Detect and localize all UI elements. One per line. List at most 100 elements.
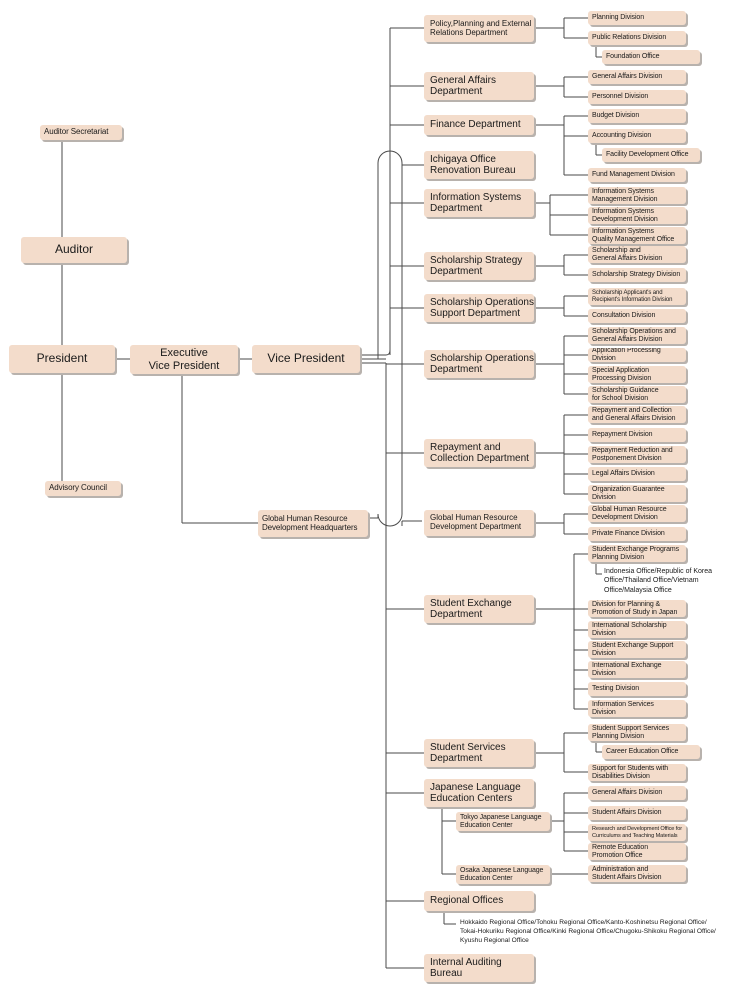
legal-affairs-division-label: Legal Affairs Division bbox=[592, 470, 655, 478]
repayment-reduction-division-box: Repayment Reduction and Postponement Div… bbox=[588, 446, 686, 463]
scholarship-strategy-department-label: Scholarship Strategy Department bbox=[430, 254, 523, 277]
student-support-planning-division-label: Student Support Services Planning Divisi… bbox=[592, 724, 669, 740]
remote-education-office-label: Remote Education Promotion Office bbox=[592, 843, 648, 859]
study-promotion-division-label: Division for Planning & Promotion of Stu… bbox=[592, 600, 678, 616]
fund-management-division-label: Fund Management Division bbox=[592, 171, 675, 179]
ichigaya-bureau-box: Ichigaya Office Renovation Bureau bbox=[424, 151, 534, 179]
regional-offices-box: Regional Offices bbox=[424, 891, 534, 911]
jlec-general-affairs-division-label: General Affairs Division bbox=[592, 789, 663, 797]
student-exchange-support-division-box: Student Exchange Support Division bbox=[588, 641, 686, 658]
is-quality-management-office-box: Information Systems Quality Management O… bbox=[588, 227, 686, 244]
scholarship-strategy-department-box: Scholarship Strategy Department bbox=[424, 252, 534, 280]
testing-division-box: Testing Division bbox=[588, 682, 686, 696]
application-processing-division-label: Application Processing Division bbox=[592, 348, 661, 362]
budget-division-label: Budget Division bbox=[592, 112, 640, 120]
global-hq-label: Global Human Resource Development Headqu… bbox=[262, 513, 358, 532]
information-services-division-label: Information Services Division bbox=[592, 700, 654, 716]
scholarship-operations-department-label: Scholarship Operations Department bbox=[430, 352, 534, 375]
internal-auditing-bureau-label: Internal Auditing Bureau bbox=[430, 956, 502, 979]
application-processing-division-box: Application Processing Division bbox=[588, 348, 686, 362]
tokyo-jlec-label: Tokyo Japanese Language Education Center bbox=[460, 813, 542, 829]
vice-president-box: Vice President bbox=[252, 345, 360, 373]
repayment-division-label: Repayment Division bbox=[592, 431, 653, 439]
advisory-council-box: Advisory Council bbox=[45, 481, 121, 496]
career-education-office-box: Career Education Office bbox=[602, 745, 700, 759]
testing-division-label: Testing Division bbox=[592, 685, 640, 693]
ichigaya-bureau-label: Ichigaya Office Renovation Bureau bbox=[430, 153, 516, 176]
information-systems-department-label: Information Systems Department bbox=[430, 191, 522, 214]
foundation-office-box: Foundation Office bbox=[602, 50, 700, 64]
research-development-office-box: Research and Development Office for Curr… bbox=[588, 824, 686, 841]
vice-president-label: Vice President bbox=[267, 351, 345, 366]
global-hr-division-box: Global Human Resource Development Divisi… bbox=[588, 505, 686, 522]
student-services-department-box: Student Services Department bbox=[424, 739, 534, 767]
scholarship-operations-general-affairs-division-label: Scholarship Operations and General Affai… bbox=[592, 327, 676, 343]
policy-department-box: Policy,Planning and External Relations D… bbox=[424, 15, 534, 42]
private-finance-division-label: Private Finance Division bbox=[592, 530, 665, 538]
student-exchange-planning-division-label: Student Exchange Programs Planning Divis… bbox=[592, 545, 679, 561]
internal-auditing-bureau-box: Internal Auditing Bureau bbox=[424, 954, 534, 982]
repayment-general-affairs-division-label: Repayment and Collection and General Aff… bbox=[592, 406, 676, 422]
finance-department-label: Finance Department bbox=[430, 119, 521, 131]
auditor-secretariat-label: Auditor Secretariat bbox=[44, 127, 109, 137]
disabilities-support-division-box: Support for Students with Disabilities D… bbox=[588, 764, 686, 781]
is-management-division-label: Information Systems Management Division bbox=[592, 187, 658, 203]
applicant-information-division-label: Scholarship Applicant's and Recipient's … bbox=[592, 289, 673, 303]
jlec-box: Japanese Language Education Centers bbox=[424, 779, 534, 807]
career-education-office-label: Career Education Office bbox=[606, 748, 679, 756]
scholarship-operations-support-department-label: Scholarship Operations Support Departmen… bbox=[430, 296, 534, 319]
planning-division-label: Planning Division bbox=[592, 14, 644, 22]
applicant-information-division-box: Scholarship Applicant's and Recipient's … bbox=[588, 288, 686, 305]
regional-offices-list-text: Hokkaido Regional Office/Tohoku Regional… bbox=[460, 919, 716, 944]
facility-development-office-label: Facility Development Office bbox=[606, 151, 689, 159]
general-affairs-division-box: General Affairs Division bbox=[588, 70, 686, 84]
president-label: President bbox=[36, 351, 88, 366]
scholarship-general-affairs-division-box: Scholarship and General Affairs Division bbox=[588, 246, 686, 263]
is-development-division-box: Information Systems Development Division bbox=[588, 207, 686, 224]
organization-guarantee-division-box: Organization Guarantee Division bbox=[588, 485, 686, 502]
student-support-planning-division-box: Student Support Services Planning Divisi… bbox=[588, 724, 686, 741]
study-promotion-division-box: Division for Planning & Promotion of Stu… bbox=[588, 600, 686, 617]
repayment-reduction-division-label: Repayment Reduction and Postponement Div… bbox=[592, 446, 673, 462]
general-affairs-division-label: General Affairs Division bbox=[592, 73, 663, 81]
jlec-student-affairs-division-label: Student Affairs Division bbox=[592, 809, 662, 817]
scholarship-strategy-division-label: Scholarship Strategy Division bbox=[592, 271, 681, 279]
global-hr-department-box: Global Human Resource Development Depart… bbox=[424, 510, 534, 536]
scholarship-operations-department-box: Scholarship Operations Department bbox=[424, 350, 534, 378]
special-application-division-box: Special Application Processing Division bbox=[588, 366, 686, 383]
is-quality-management-office-label: Information Systems Quality Management O… bbox=[592, 227, 675, 243]
international-exchange-division-box: International Exchange Division bbox=[588, 661, 686, 678]
auditor-box: Auditor bbox=[21, 237, 127, 263]
repayment-department-box: Repayment and Collection Department bbox=[424, 439, 534, 467]
finance-department-box: Finance Department bbox=[424, 115, 534, 135]
remote-education-office-box: Remote Education Promotion Office bbox=[588, 843, 686, 860]
general-affairs-department-box: General Affairs Department bbox=[424, 72, 534, 100]
accounting-division-box: Accounting Division bbox=[588, 129, 686, 143]
student-exchange-department-label: Student Exchange Department bbox=[430, 597, 512, 620]
global-hr-department-label: Global Human Resource Development Depart… bbox=[430, 513, 522, 531]
budget-division-box: Budget Division bbox=[588, 109, 686, 123]
fund-management-division-box: Fund Management Division bbox=[588, 168, 686, 182]
jlec-general-affairs-division-box: General Affairs Division bbox=[588, 786, 686, 800]
jlec-label: Japanese Language Education Centers bbox=[430, 781, 521, 804]
global-hr-division-label: Global Human Resource Development Divisi… bbox=[592, 505, 667, 521]
planning-division-box: Planning Division bbox=[588, 11, 686, 25]
research-development-office-label: Research and Development Office for Curr… bbox=[592, 826, 682, 839]
legal-affairs-division-box: Legal Affairs Division bbox=[588, 467, 686, 481]
is-development-division-label: Information Systems Development Division bbox=[592, 207, 658, 223]
global-hq-box: Global Human Resource Development Headqu… bbox=[258, 510, 368, 537]
private-finance-division-box: Private Finance Division bbox=[588, 527, 686, 541]
international-exchange-division-label: International Exchange Division bbox=[592, 661, 662, 677]
information-services-division-box: Information Services Division bbox=[588, 700, 686, 717]
organization-guarantee-division-label: Organization Guarantee Division bbox=[592, 485, 665, 501]
public-relations-division-box: Public Relations Division bbox=[588, 31, 686, 45]
consultation-division-box: Consultation Division bbox=[588, 309, 686, 323]
general-affairs-department-label: General Affairs Department bbox=[430, 74, 496, 97]
administration-student-affairs-division-box: Administration and Student Affairs Divis… bbox=[588, 865, 686, 882]
advisory-council-label: Advisory Council bbox=[49, 483, 107, 493]
overseas-offices-text: Indonesia Office/Republic of Korea Offic… bbox=[604, 568, 713, 594]
tokyo-jlec-box: Tokyo Japanese Language Education Center bbox=[456, 812, 550, 831]
public-relations-division-label: Public Relations Division bbox=[592, 34, 667, 42]
foundation-office-label: Foundation Office bbox=[606, 53, 660, 61]
